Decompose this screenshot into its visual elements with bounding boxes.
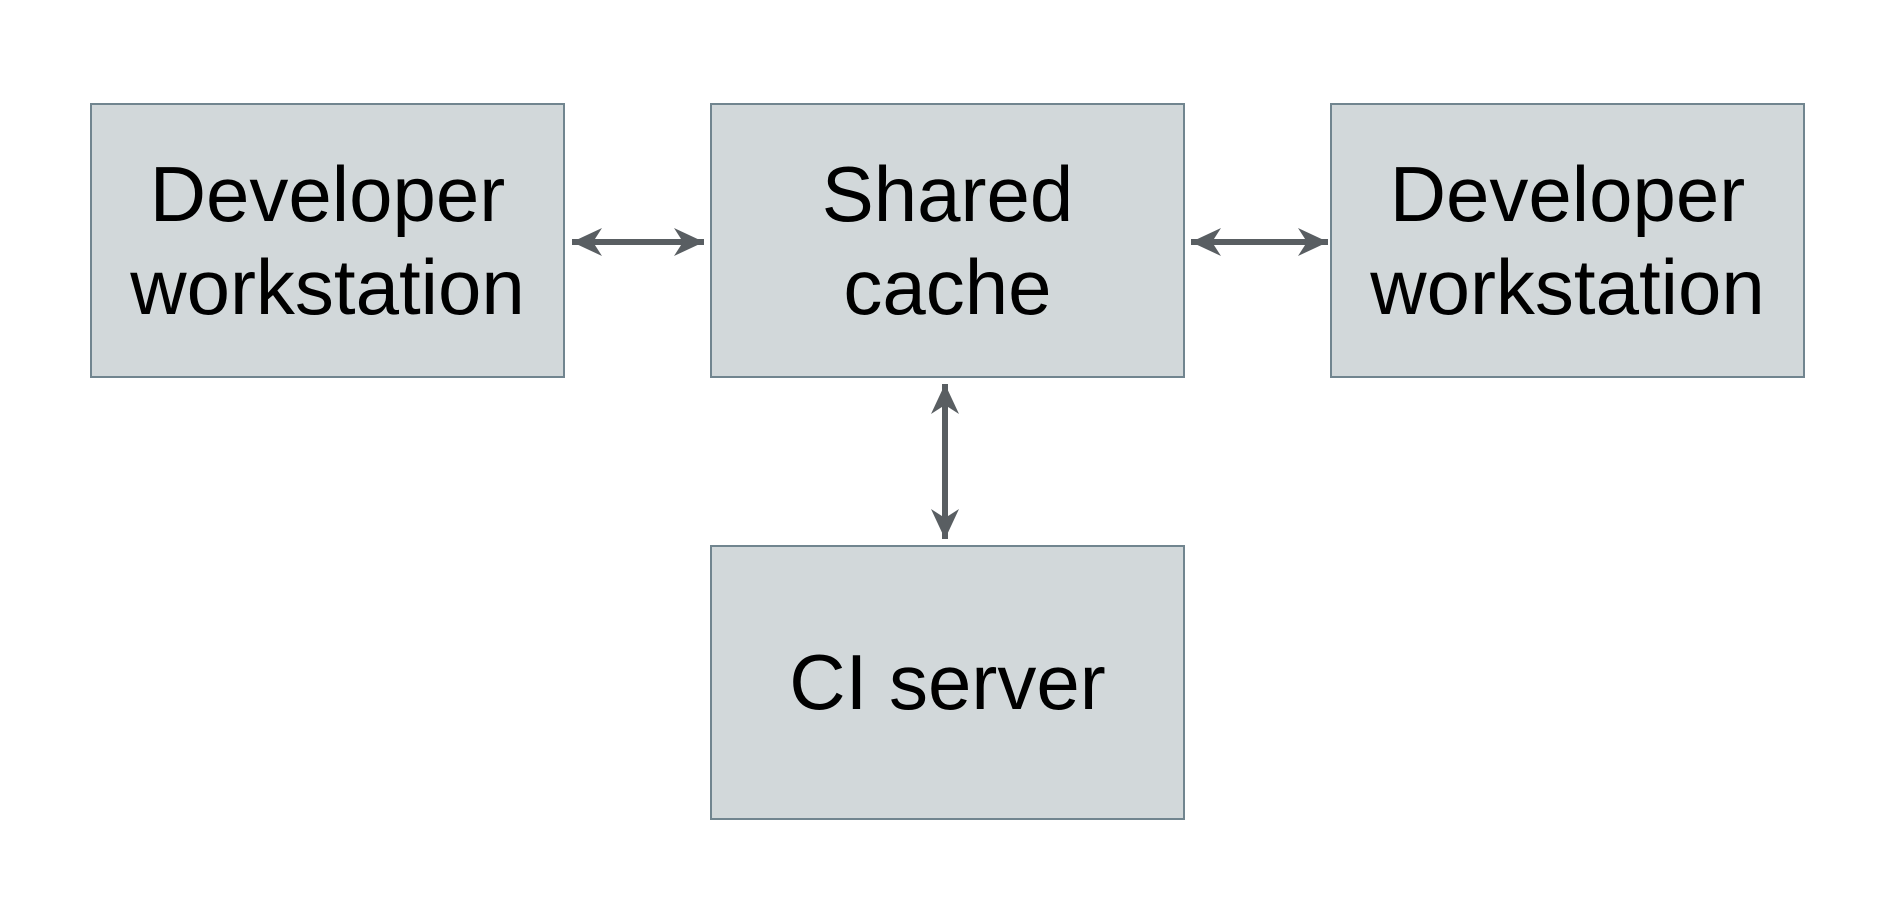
node-ci-server: CI server [710,545,1185,820]
node-shared-cache: Shared cache [710,103,1185,378]
label-line: Developer [1389,150,1746,239]
node-shared-cache-label: Shared cache [822,148,1074,332]
label-line: cache [843,242,1052,331]
node-developer-workstation-left: Developer workstation [90,103,565,378]
label-line: workstation [1370,242,1765,331]
label-line: Developer [149,150,506,239]
label-line: CI server [789,638,1106,727]
node-developer-workstation-right: Developer workstation [1330,103,1805,378]
label-line: workstation [130,242,525,331]
label-line: Shared [821,150,1074,239]
node-ci-server-label: CI server [789,636,1105,728]
node-developer-workstation-right-label: Developer workstation [1370,148,1765,332]
node-developer-workstation-left-label: Developer workstation [130,148,525,332]
